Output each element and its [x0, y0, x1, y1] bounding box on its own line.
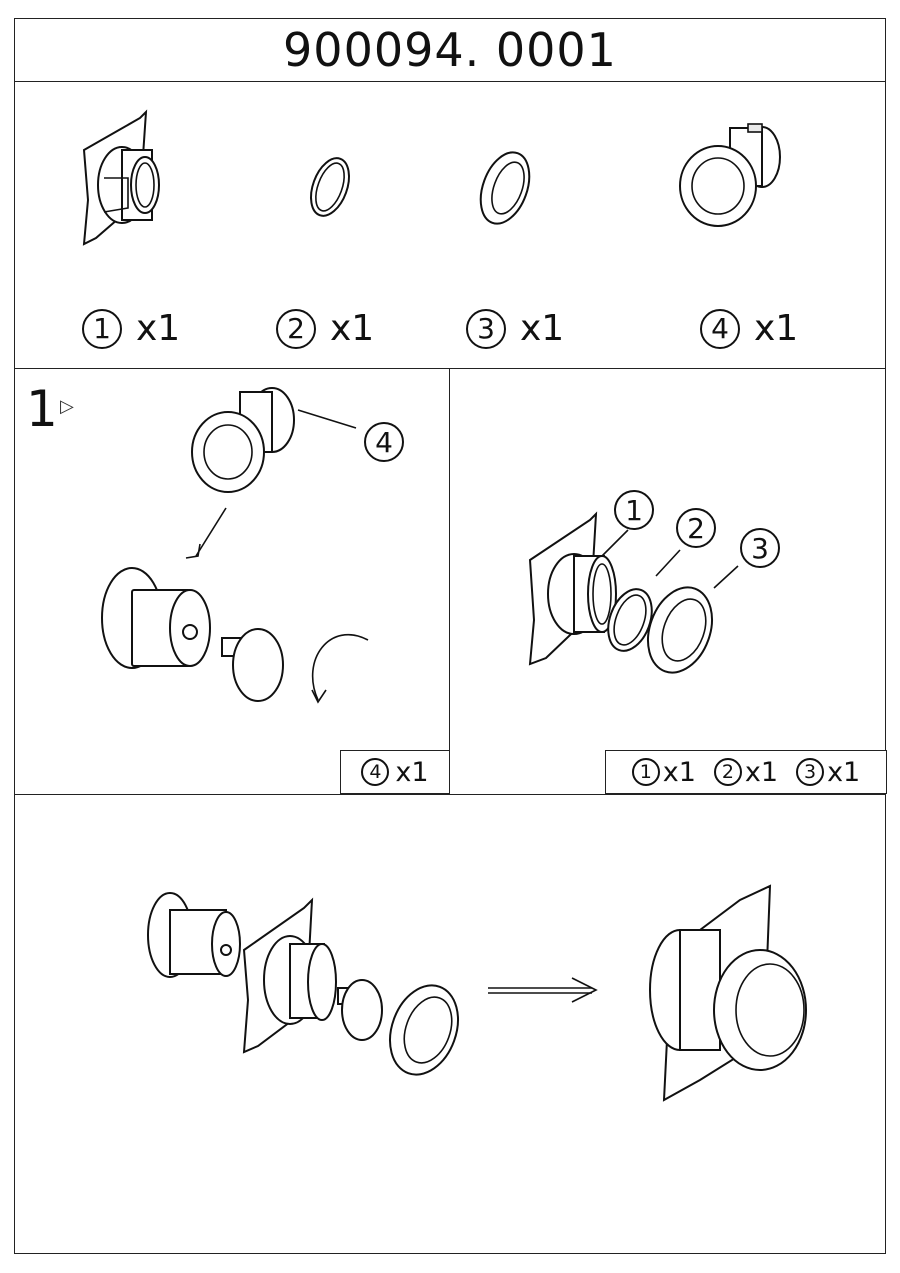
steps-divider — [449, 368, 450, 794]
sheet-frame — [14, 18, 886, 1254]
part-number-circle: 2 — [713, 758, 742, 786]
step2-drawing — [528, 511, 739, 674]
document-title: 900094. 0001 — [283, 23, 617, 77]
part-qty-text: x1 — [827, 756, 861, 788]
part-number-circle: 2 — [276, 308, 316, 349]
part-3-drawing — [479, 151, 531, 225]
step1-callout: 4 — [364, 422, 404, 462]
part-qty-text: x1 — [520, 308, 565, 349]
badge-item: 1 x1 — [631, 756, 696, 788]
part-qty-text: x1 — [330, 308, 375, 349]
badge-item: 3 x1 — [796, 757, 860, 788]
step1-drawing — [101, 387, 369, 704]
part-number-circle: 3 — [466, 308, 506, 349]
badge-item: 2 x1 — [713, 756, 779, 788]
part-qty-text: x1 — [744, 756, 779, 788]
step1-quantity-badge: 4 x1 — [340, 750, 450, 794]
part-number-circle: 1 — [631, 758, 660, 786]
part-qty-text: x1 — [662, 756, 696, 788]
steps-bottom-divider — [14, 794, 886, 795]
part-number-circle: 4 — [700, 308, 740, 349]
step2-callout-1: 1 — [614, 490, 654, 530]
part-1-drawing — [82, 109, 160, 246]
step2-quantity-badge: 1 x1 2 x1 3 x1 — [605, 750, 887, 794]
part-3-quantity: 3 x1 — [466, 308, 564, 349]
step2-callout-2: 2 — [676, 508, 716, 548]
part-1-quantity: 1 x1 — [82, 308, 180, 349]
part-qty-text: x1 — [754, 308, 799, 349]
header-divider — [14, 81, 886, 82]
part-number-circle: 4 — [361, 758, 390, 786]
part-2-drawing — [310, 157, 350, 217]
final-assembly-drawing — [147, 884, 807, 1102]
step-number: 1 — [26, 380, 58, 438]
part-4-drawing — [679, 123, 781, 227]
part-qty-text: x1 — [395, 756, 429, 788]
part-qty-text: x1 — [136, 308, 181, 349]
part-2-quantity: 2 x1 — [276, 308, 374, 349]
part-number-circle: 1 — [82, 308, 122, 349]
step2-callout-3: 3 — [740, 528, 780, 568]
parts-divider — [14, 368, 886, 369]
part-4-quantity: 4 x1 — [700, 308, 798, 349]
step-marker-icon: ▷ — [60, 396, 74, 417]
part-number-circle: 3 — [796, 758, 825, 786]
